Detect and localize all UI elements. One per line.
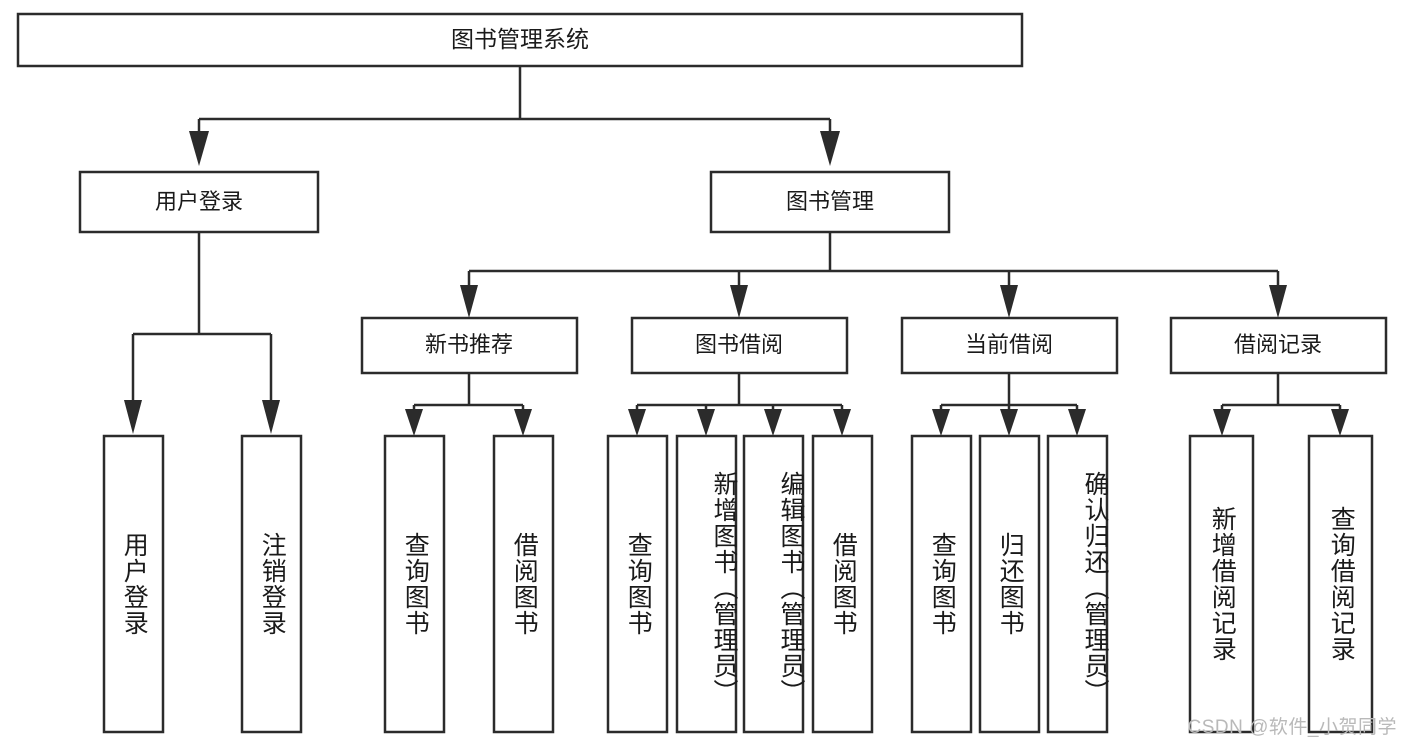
connector-group-book-manage bbox=[460, 232, 1287, 318]
node-new-book-recommend[interactable]: 新书推荐 bbox=[360, 316, 579, 375]
node-borrow-record-label: 借阅记录 bbox=[1234, 332, 1322, 357]
arrow-head-icon bbox=[833, 409, 851, 436]
connector-group-current-borrow bbox=[932, 373, 1086, 436]
node-book-borrow[interactable]: 图书借阅 bbox=[630, 316, 849, 375]
arrow-head-icon bbox=[820, 131, 840, 166]
leaf-box-borrow-book-2[interactable] bbox=[811, 434, 874, 734]
arrow-head-icon bbox=[1068, 409, 1086, 436]
leaf-box-query-borrow-record[interactable] bbox=[1307, 434, 1374, 734]
node-current-borrow-label: 当前借阅 bbox=[965, 332, 1053, 357]
node-root-box[interactable] bbox=[16, 12, 1024, 68]
node-book-manage-label: 图书管理 bbox=[786, 189, 874, 214]
node-new-book-recommend-label: 新书推荐 bbox=[425, 332, 513, 357]
connector-group-new-book-recommend bbox=[405, 373, 532, 436]
leaf-boxes bbox=[102, 434, 1374, 734]
arrow-head-icon bbox=[1269, 285, 1287, 318]
arrow-head-icon bbox=[932, 409, 950, 436]
leaf-box-borrow-book-1[interactable] bbox=[492, 434, 555, 734]
node-root[interactable]: 图书管理系统 bbox=[16, 12, 1024, 68]
arrow-head-icon bbox=[628, 409, 646, 436]
node-root-label: 图书管理系统 bbox=[451, 26, 589, 52]
node-user-login-label: 用户登录 bbox=[155, 189, 243, 214]
leaf-box-return-book[interactable] bbox=[978, 434, 1041, 734]
arrow-head-icon bbox=[405, 409, 423, 436]
arrow-head-icon bbox=[1000, 409, 1018, 436]
leaf-box-confirm-return-admin[interactable] bbox=[1046, 434, 1109, 734]
node-book-manage[interactable]: 图书管理 bbox=[709, 170, 951, 234]
connector-group-borrow-record bbox=[1213, 373, 1349, 436]
arrow-head-icon bbox=[1213, 409, 1231, 436]
leaf-box-query-book-1[interactable] bbox=[383, 434, 446, 734]
arrow-head-icon bbox=[730, 285, 748, 318]
node-new-book-recommend-box[interactable] bbox=[360, 316, 579, 375]
leaf-box-logout-login[interactable] bbox=[240, 434, 303, 734]
watermark-text: CSDN @软件_小贺同学 bbox=[1187, 717, 1397, 738]
arrow-head-icon bbox=[514, 409, 532, 436]
node-user-login-box[interactable] bbox=[78, 170, 320, 234]
arrow-head-icon bbox=[189, 131, 209, 166]
connector-group-root bbox=[189, 66, 840, 166]
node-book-manage-box[interactable] bbox=[709, 170, 951, 234]
arrow-head-icon bbox=[697, 409, 715, 436]
arrow-head-icon bbox=[1000, 285, 1018, 318]
node-book-borrow-box[interactable] bbox=[630, 316, 849, 375]
arrow-head-icon bbox=[764, 409, 782, 436]
connector-group-user-login bbox=[124, 232, 280, 434]
arrow-head-icon bbox=[262, 400, 280, 434]
arrow-head-icon bbox=[124, 400, 142, 434]
connector-group-book-borrow bbox=[628, 373, 851, 436]
node-current-borrow[interactable]: 当前借阅 bbox=[900, 316, 1119, 375]
node-user-login[interactable]: 用户登录 bbox=[78, 170, 320, 234]
node-borrow-record[interactable]: 借阅记录 bbox=[1169, 316, 1388, 375]
leaf-box-user-login[interactable] bbox=[102, 434, 165, 734]
node-current-borrow-box[interactable] bbox=[900, 316, 1119, 375]
leaf-box-add-borrow-record[interactable] bbox=[1188, 434, 1255, 734]
leaf-box-query-book-3[interactable] bbox=[910, 434, 973, 734]
leaf-box-edit-book-admin[interactable] bbox=[742, 434, 805, 734]
arrow-head-icon bbox=[460, 285, 478, 318]
leaf-box-query-book-2[interactable] bbox=[606, 434, 669, 734]
arrow-head-icon bbox=[1331, 409, 1349, 436]
node-book-borrow-label: 图书借阅 bbox=[695, 332, 783, 357]
node-borrow-record-box[interactable] bbox=[1169, 316, 1388, 375]
leaf-box-add-book-admin[interactable] bbox=[675, 434, 738, 734]
